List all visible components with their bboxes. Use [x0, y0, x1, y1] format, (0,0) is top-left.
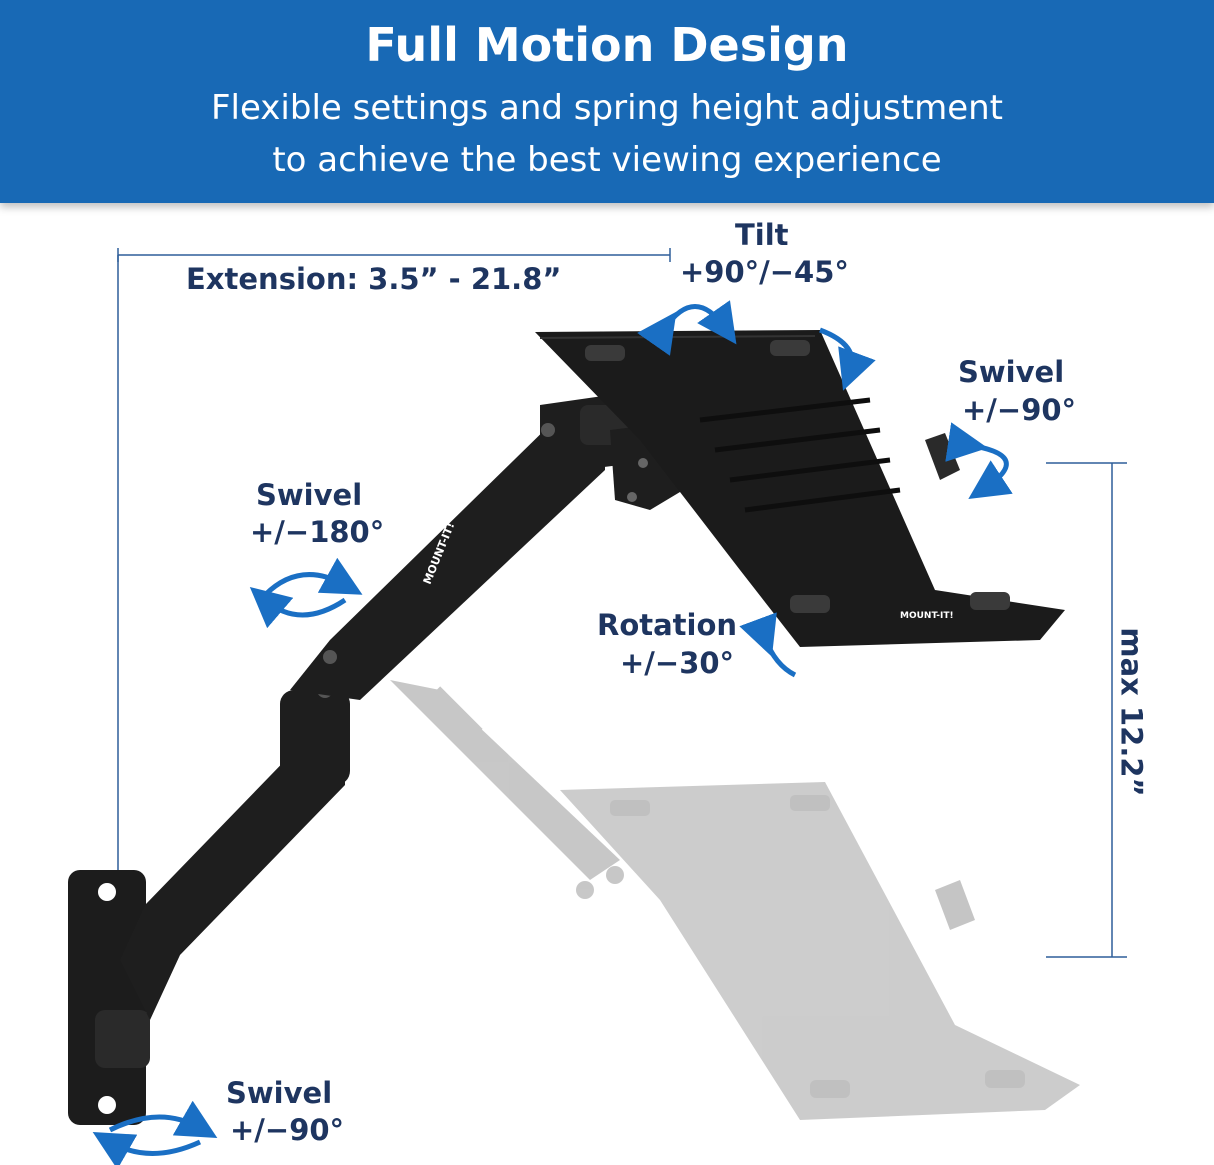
page-title: Full Motion Design: [365, 18, 849, 72]
rotation-arrow-icon: [739, 612, 797, 678]
tilt-title: Tilt: [735, 218, 789, 252]
tray-swivel-arrow-icon: [819, 327, 876, 391]
arm-swivel-title: Swivel: [256, 478, 363, 512]
lower-arm: [120, 682, 350, 1020]
arm-swivel-arrow-icon: [249, 557, 363, 629]
rotation-value: +/−30°: [620, 646, 735, 680]
wall-plate: [68, 870, 150, 1125]
rotation-title: Rotation: [597, 608, 738, 642]
tray-swivel-value: +/−90°: [962, 393, 1077, 427]
base-swivel-arrow-icon: [92, 1100, 218, 1165]
ghost-arm-lowered: [390, 680, 624, 899]
base-swivel-title: Swivel: [226, 1076, 333, 1110]
ghost-laptop-tray: [560, 782, 1080, 1120]
height-label: max 12.2”: [1114, 627, 1149, 797]
arm-swivel-value: +/−180°: [250, 515, 385, 549]
tilt-arrow-icon: [637, 300, 737, 356]
header-banner: Full Motion Design Flexible settings and…: [0, 0, 1214, 203]
page-subtitle-line1: Flexible settings and spring height adju…: [210, 88, 1004, 128]
tray-side-swivel-arrow-icon: [945, 422, 1013, 500]
extension-dimension-line: [117, 248, 671, 985]
tray-brand-mark: MOUNT-IT!: [900, 611, 954, 621]
laptop-tray: [535, 330, 1065, 647]
base-swivel-value: +/−90°: [230, 1113, 345, 1147]
tray-swivel-title: Swivel: [958, 355, 1065, 389]
extension-label: Extension: 3.5” - 21.8”: [186, 262, 562, 296]
height-dimension-line: [1046, 462, 1127, 958]
tilt-value: +90°/−45°: [680, 255, 849, 289]
page-subtitle-line2: to achieve the best viewing experience: [272, 140, 942, 180]
